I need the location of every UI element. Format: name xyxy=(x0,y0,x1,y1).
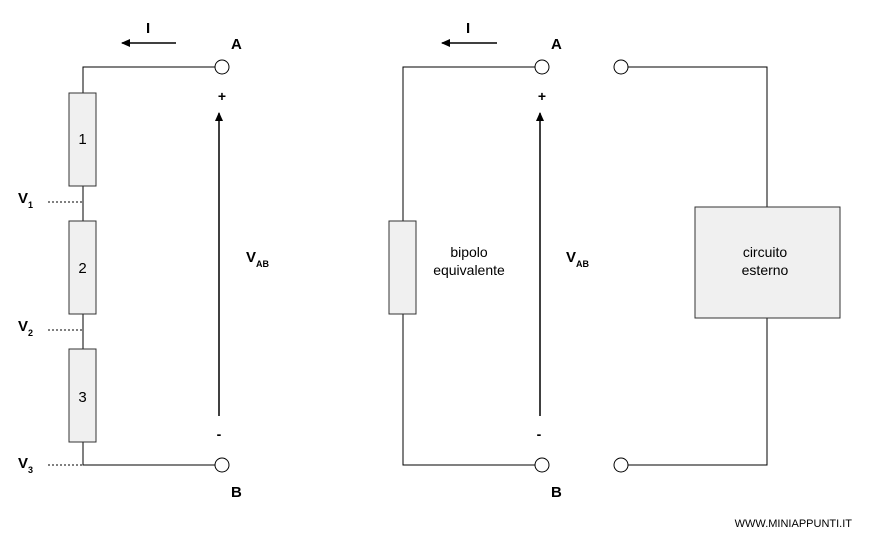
terminal-b-right xyxy=(534,457,550,473)
equivalent-label-line1: bipolo xyxy=(450,244,488,260)
plus-sign-right: + xyxy=(538,88,546,104)
wire-external-bottom xyxy=(628,318,768,466)
wire-bottom-right xyxy=(402,314,535,466)
terminal-a-right xyxy=(534,59,550,75)
voltage-label-right: VAB xyxy=(566,249,590,269)
terminal-b-left xyxy=(214,457,230,473)
wire-top-left xyxy=(82,66,215,93)
node-v1-label: V1 xyxy=(18,190,33,210)
terminal-b-label-left: B xyxy=(231,484,242,501)
wire-bottom-left xyxy=(82,442,215,466)
current-label-right: I xyxy=(466,20,470,37)
external-label-line1: circuito xyxy=(743,244,788,260)
current-label-left: I xyxy=(146,20,150,37)
terminal-a-label-left: A xyxy=(231,36,242,53)
external-terminal-bottom xyxy=(613,457,629,473)
resistor-1 xyxy=(68,92,97,187)
terminal-a-left xyxy=(214,59,230,75)
equivalent-label-line2: equivalente xyxy=(433,262,505,278)
resistor-3 xyxy=(68,348,97,443)
equivalent-bipole xyxy=(388,220,417,315)
wire-external-top xyxy=(628,66,768,207)
resistor-2 xyxy=(68,220,97,315)
left-circuit: I 1 2 3 V1 V2 V3 A B + - VAB xyxy=(18,20,270,501)
resistor-1-label: 1 xyxy=(78,131,86,148)
plus-sign-left: + xyxy=(218,88,226,104)
minus-sign-right: - xyxy=(537,426,542,442)
minus-sign-left: - xyxy=(217,426,222,442)
node-v3-label: V3 xyxy=(18,455,33,475)
resistor-2-label: 2 xyxy=(78,260,86,277)
terminal-b-label-right: B xyxy=(551,484,562,501)
watermark: WWW.MINIAPPUNTI.IT xyxy=(735,518,853,530)
node-v2-label: V2 xyxy=(18,318,33,338)
external-circuit-box xyxy=(694,206,841,319)
terminal-a-label-right: A xyxy=(551,36,562,53)
external-label-line2: esterno xyxy=(742,262,789,278)
wire-top-right xyxy=(402,66,535,221)
right-circuit: I bipolo equivalente A B + - VAB circuit… xyxy=(388,20,841,501)
resistor-3-label: 3 xyxy=(78,389,86,406)
external-terminal-top xyxy=(613,59,629,75)
voltage-label-left: VAB xyxy=(246,249,270,269)
